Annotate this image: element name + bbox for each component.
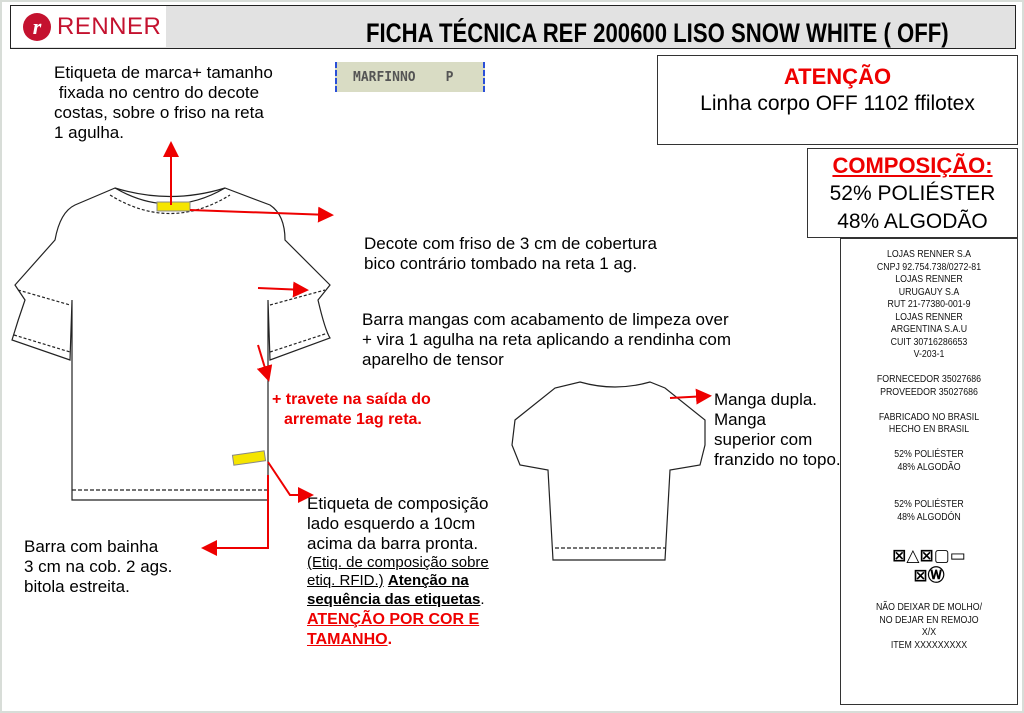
care-line: 52% POLIÉSTER [894, 449, 964, 460]
note-hem: Barra com bainha 3 cm na cob. 2 ags. bit… [24, 537, 172, 597]
note-bartack: + travete na saída do arremate 1ag reta. [272, 390, 431, 430]
note-line: franzido no topo. [714, 450, 841, 469]
note-line: Manga [714, 410, 766, 429]
note-line: TAMANHO [307, 631, 388, 648]
note-line: fixada no centro do decote [54, 83, 260, 102]
note-line: Manga dupla. [714, 390, 818, 409]
care-line: HECHO EN BRASIL [888, 424, 970, 435]
note-line: Decote com friso de 3 cm de cobertura [364, 234, 657, 253]
note-line: ATENÇÃO POR COR E [307, 611, 480, 628]
composition-label-marker [231, 450, 267, 466]
care-line: X/X [921, 627, 937, 638]
note-line: lado esquerdo a 10cm [307, 514, 476, 533]
brand-tag-size: P [445, 69, 454, 85]
note-line: costas, sobre o friso na reta [54, 103, 264, 122]
brand-name: RENNER [57, 12, 162, 40]
note-line: Barra mangas com acabamento de limpeza o… [362, 310, 729, 329]
logo-mark-icon: r [23, 12, 51, 41]
care-label-bottom: NÃO DEIXAR DE MOLHO/ NO DEJAR EN REMOJO … [852, 602, 1007, 652]
annotation-arrows [163, 141, 712, 556]
care-line: NÃO DEIXAR DE MOLHO/ [875, 602, 983, 613]
composition-line: 52% POLIÉSTER [829, 182, 996, 205]
attention-text: Linha corpo OFF 1102 ffilotex [700, 92, 975, 115]
note-line: 1 agulha. [54, 123, 124, 142]
note-line: Atenção na [387, 572, 469, 589]
care-line: LOJAS RENNER [895, 311, 963, 323]
attention-box: ATENÇÃO Linha corpo OFF 1102 ffilotex [657, 55, 1018, 145]
care-line: 48% ALGODÃO [897, 461, 961, 473]
care-line: FORNECEDOR 35027686 [876, 374, 982, 385]
header: r RENNER FICHA TÉCNICA REF 200600 LISO S… [10, 5, 1016, 49]
note-sleeve-hem: Barra mangas com acabamento de limpeza o… [362, 310, 731, 370]
note-line: Etiqueta de marca+ tamanho [54, 63, 273, 82]
note-line: 3 cm na cob. 2 ags. [24, 557, 173, 576]
brand-label-marker [156, 201, 191, 212]
note-line: etiq. RFID.) [307, 572, 384, 589]
brand-tag-name: MARFINNO [353, 69, 416, 85]
note-line: acima da barra pronta. [307, 534, 479, 553]
note-brand-label: Etiqueta de marca+ tamanho fixada no cen… [54, 63, 273, 143]
note-line: bico contrário tombado na reta 1 ag. [364, 254, 638, 273]
composition-line: 48% ALGODÃO [837, 210, 988, 233]
back-tshirt-drawing [511, 381, 706, 561]
composition-title: COMPOSIÇÃO: [832, 153, 993, 178]
composition-box: COMPOSIÇÃO: 52% POLIÉSTER 48% ALGODÃO [807, 148, 1018, 238]
note-neckline: Decote com friso de 3 cm de cobertura bi… [364, 234, 657, 274]
note-line: (Etiq. de composição sobre [307, 554, 489, 571]
renner-logo: r RENNER [11, 6, 166, 47]
care-line: ARGENTINA S.A.U [890, 324, 968, 335]
brand-tag: MARFINNO P [335, 62, 485, 92]
note-line: Barra com bainha [24, 537, 159, 556]
care-line: ITEM XXXXXXXXX [890, 639, 968, 651]
note-line: sequência das etiquetas [307, 591, 481, 608]
care-symbols-icon: ⊠△⊠▢▭⊠Ⓦ [892, 546, 966, 586]
note-composition-label: Etiqueta de composição lado esquerdo a 1… [307, 494, 489, 648]
note-line: Etiqueta de composição [307, 494, 489, 513]
care-line: PROVEEDOR 35027686 [880, 386, 978, 398]
note-line: arremate 1ag reta. [284, 411, 422, 428]
note-line: + vira 1 agulha na reta aplicando a rend… [362, 330, 732, 349]
care-line: CUIT 30716286653 [890, 336, 968, 348]
care-line: 48% ALGODÓN [897, 511, 961, 523]
care-line: V-203-1 [913, 349, 945, 360]
care-line: LOJAS RENNER [895, 274, 963, 285]
note-line: superior com [714, 430, 813, 449]
care-line: RUT 21-77380-001-9 [887, 299, 971, 310]
care-line: CNPJ 92.754.738/0272-81 [876, 261, 982, 273]
front-tshirt-drawing [11, 187, 331, 501]
note-line: aparelho de tensor [362, 350, 504, 369]
care-line: NO DEJAR EN REMOJO [879, 614, 979, 626]
note-line: + travete na saída do [272, 391, 431, 408]
attention-title: ATENÇÃO [783, 64, 892, 89]
note-line: bitola estreita. [24, 577, 130, 596]
care-line: 52% POLIÉSTER [894, 499, 964, 510]
care-line: FABRICADO NO BRASIL [878, 411, 980, 423]
care-line: LOJAS RENNER S.A [886, 249, 972, 260]
note-double-sleeve: Manga dupla. Manga superior com franzido… [714, 390, 841, 470]
page-title: FICHA TÉCNICA REF 200600 LISO SNOW WHITE… [366, 18, 949, 48]
care-line: URUGAUY S.A [898, 286, 960, 298]
